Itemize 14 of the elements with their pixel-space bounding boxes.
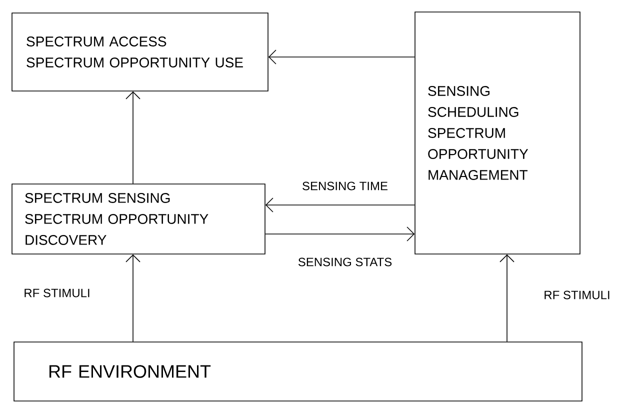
process-box: SENSING SCHEDULING SPECTRUM OPPORTUNITY MANAGEMENT — [414, 12, 580, 254]
arrow — [500, 254, 514, 342]
environment-box: RF ENVIRONMENT — [14, 342, 582, 402]
arrow — [268, 50, 415, 64]
process-box: SPECTRUM SENSING SPECTRUM OPPORTUNITY DISCOVERY — [12, 184, 266, 254]
process-box: SPECTRUM ACCESS SPECTRUM OPPORTUNITY USE — [12, 12, 268, 92]
arrow — [126, 91, 140, 184]
edge-label: RF STIMULI — [542, 290, 612, 300]
arrow — [265, 198, 415, 212]
edge-label: RF STIMULI — [22, 288, 92, 298]
arrow — [265, 226, 415, 242]
edge-label: SENSING TIME — [301, 180, 389, 192]
arrow — [126, 254, 140, 342]
edge-label: SENSING STATS — [296, 256, 394, 268]
